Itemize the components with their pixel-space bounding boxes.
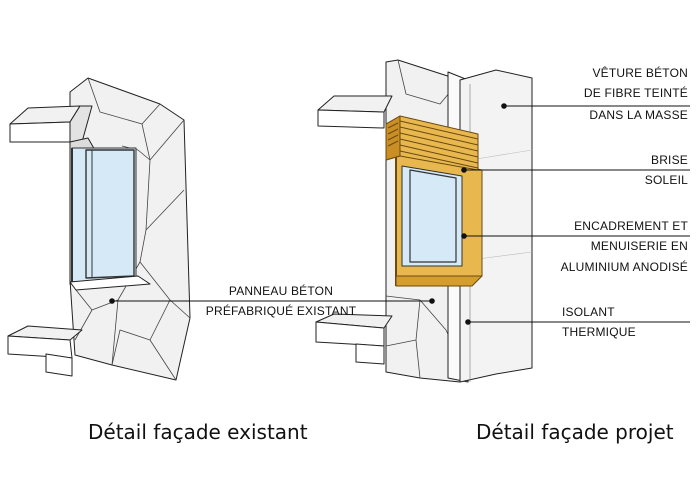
existing-window — [71, 147, 137, 283]
project-facade — [315, 59, 533, 383]
label-insulation-line1: ISOLANT — [562, 305, 615, 319]
sunshade-louvers — [385, 115, 479, 171]
label-cladding-line3: DANS LA MASSE — [589, 108, 688, 122]
panel-facet-lines — [74, 77, 191, 381]
project-window — [401, 165, 463, 267]
label-cladding-line2: DE FIBRE TEINTÉ — [583, 86, 688, 100]
existing-upper-slab — [9, 105, 81, 125]
caption-existing: Détail façade existant — [88, 420, 308, 444]
label-panel-line1: PANNEAU BÉTON — [228, 284, 334, 298]
label-panel-line2: PRÉFABRIQUÉ EXISTANT — [205, 304, 357, 318]
existing-facade — [7, 77, 191, 381]
label-sunshade-line1: BRISE — [650, 153, 688, 167]
leader-dots — [109, 103, 507, 325]
label-frame-line3: ALUMINIUM ANODISÉ — [560, 260, 688, 274]
label-sunshade-line2: SOLEIL — [644, 173, 688, 187]
label-frame-line1: ENCADREMENT ET — [574, 219, 688, 233]
leader-lines — [112, 105, 690, 323]
caption-project: Détail façade projet — [476, 420, 674, 444]
label-insulation-line2: THERMIQUE — [562, 325, 636, 339]
label-frame-line2: MENUISERIE EN — [590, 239, 688, 253]
label-cladding-line1: VÊTURE BÉTON — [592, 66, 688, 80]
